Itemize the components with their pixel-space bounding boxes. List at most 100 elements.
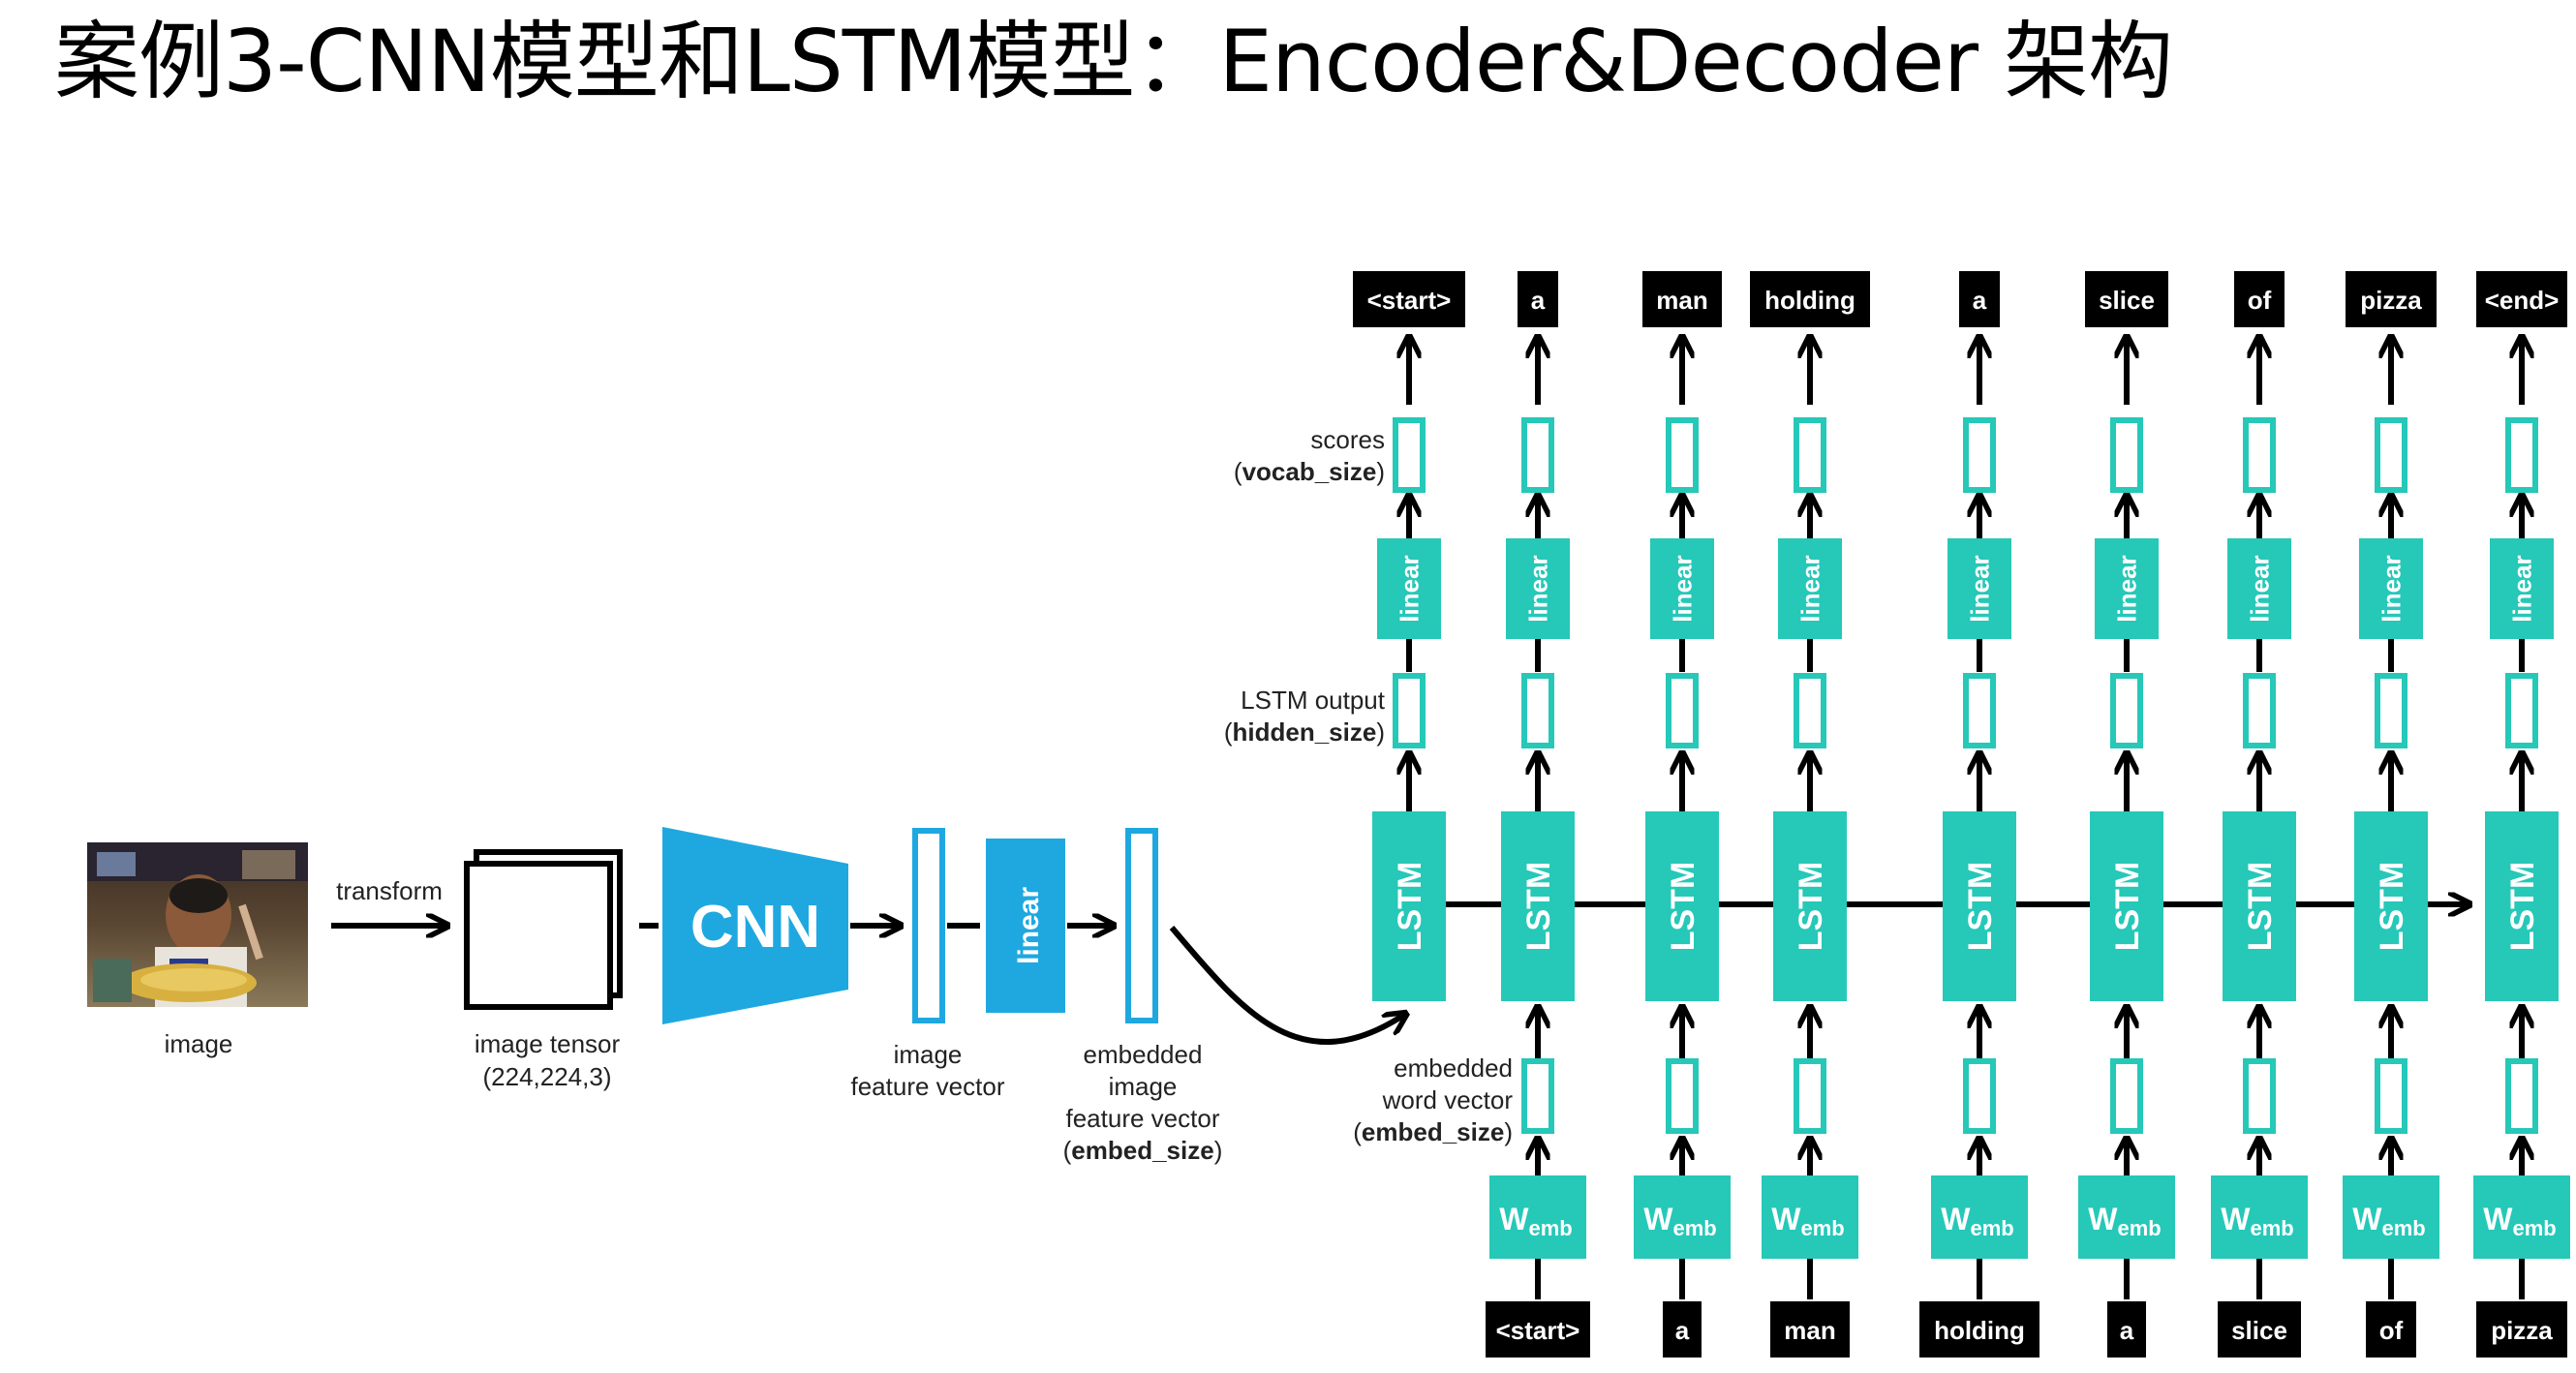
input-photo [87,842,308,1007]
lstm-cell [2090,811,2163,1001]
output-token: holding [1764,286,1855,315]
input-token-box [1486,1301,1590,1358]
output-token-box [2085,271,2168,327]
lstm-output-vector [1963,673,1996,748]
lstm-cell [2223,811,2296,1001]
linear-label: linear [1795,555,1825,622]
linear-block [2359,538,2423,639]
scores-vector [1794,417,1826,493]
input-token: a [1675,1316,1690,1345]
linear-label: linear [1668,555,1697,622]
lstm-label: LSTM [2242,862,2279,952]
embedded-image-feature-vector [1125,828,1158,1023]
wemb-label: Wemb [1941,1202,2013,1240]
wemb-block [1762,1175,1858,1259]
scores-vector [1963,417,1996,493]
wemb-label: Wemb [1499,1202,1572,1240]
linear-block [1506,538,1570,639]
scores-vector [1393,417,1426,493]
wemb-block [2211,1175,2308,1259]
scores-vector [2243,417,2276,493]
feature-vector-label-1: image [894,1040,963,1069]
linear-block [1377,538,1441,639]
embed-size-label: (embed_size) [1063,1136,1223,1165]
word-embed-size-label: (embed_size) [1353,1117,1513,1146]
output-token-box [1959,271,2000,327]
lstm-cell [2354,811,2428,1001]
output-token: of [2248,286,2272,315]
image-feature-vector [912,828,945,1023]
input-token: slice [2231,1316,2287,1345]
input-token-box [1770,1301,1850,1358]
linear-block [1650,538,1714,639]
lstm-label: LSTM [1520,862,1557,952]
output-token: a [1531,286,1546,315]
wemb-label: Wemb [1643,1202,1716,1240]
vocab-size-label: (vocab_size) [1234,457,1385,486]
decoder-columns: <start>linearLSTMalinearLSTMWemb<start>m… [1353,271,2570,1358]
cnn-label: CNN [690,894,820,961]
input-token: a [2120,1316,2134,1345]
word-vector-label-1: embedded [1394,1053,1513,1083]
word-embedding-vector [1521,1058,1554,1134]
lstm-label: LSTM [2504,862,2541,952]
input-token-box [2218,1301,2301,1358]
output-token-box [1750,271,1870,327]
scores-vector [2505,417,2538,493]
word-embedding-vector [1963,1058,1996,1134]
input-token-box [2366,1301,2416,1358]
linear-label: linear [1395,555,1424,622]
input-token-box [2476,1301,2567,1358]
wemb-block [2473,1175,2570,1259]
linear-block [2095,538,2159,639]
lstm-output-vector [1794,673,1826,748]
lstm-cell [2485,811,2559,1001]
input-token-box [1919,1301,2039,1358]
wemb-label: Wemb [1771,1202,1844,1240]
lstm-label: LSTM [2109,862,2146,952]
word-vector-label-2: word vector [1382,1085,1514,1114]
word-embedding-vector [1666,1058,1699,1134]
lstm-label: LSTM [2374,862,2410,952]
embedded-label-1: embedded [1084,1040,1203,1069]
lstm-output-vector [1521,673,1554,748]
lstm-label: LSTM [1793,862,1829,952]
lstm-label: LSTM [1962,862,1999,952]
output-token: a [1973,286,1987,315]
output-token: <start> [1367,286,1452,315]
output-token: <end> [2485,286,2560,315]
lstm-output-vector [1393,673,1426,748]
linear-block [1947,538,2011,639]
word-embedding-vector [2375,1058,2407,1134]
wemb-block [2343,1175,2439,1259]
output-token: slice [2099,286,2155,315]
lstm-cell [1773,811,1847,1001]
input-token: holding [1934,1316,2025,1345]
output-token-box [2346,271,2437,327]
wemb-block [1634,1175,1731,1259]
lstm-output-vector [2110,673,2143,748]
input-token-box [2107,1301,2146,1358]
input-token: man [1784,1316,1835,1345]
image-label: image [165,1029,233,1058]
input-token: of [2379,1316,2404,1345]
image-to-lstm-arrow [1169,926,1404,1045]
output-token-box [1518,271,1558,327]
scores-vector [1521,417,1554,493]
linear-label: linear [1523,555,1552,622]
lstm-cell [1501,811,1575,1001]
linear-block [2227,538,2291,639]
encoder-linear-block [986,839,1065,1013]
wemb-label: Wemb [2221,1202,2293,1240]
wemb-block [1931,1175,2028,1259]
output-token-box [1642,271,1722,327]
input-token: pizza [2491,1316,2553,1345]
lstm-output-vector [2243,673,2276,748]
lstm-output-label: LSTM output [1241,686,1386,715]
image-tensor-label: image tensor [475,1029,621,1058]
hidden-size-label: (hidden_size) [1224,717,1385,747]
output-token-box [1353,271,1465,327]
lstm-label: LSTM [1392,862,1428,952]
lstm-output-vector [2375,673,2407,748]
